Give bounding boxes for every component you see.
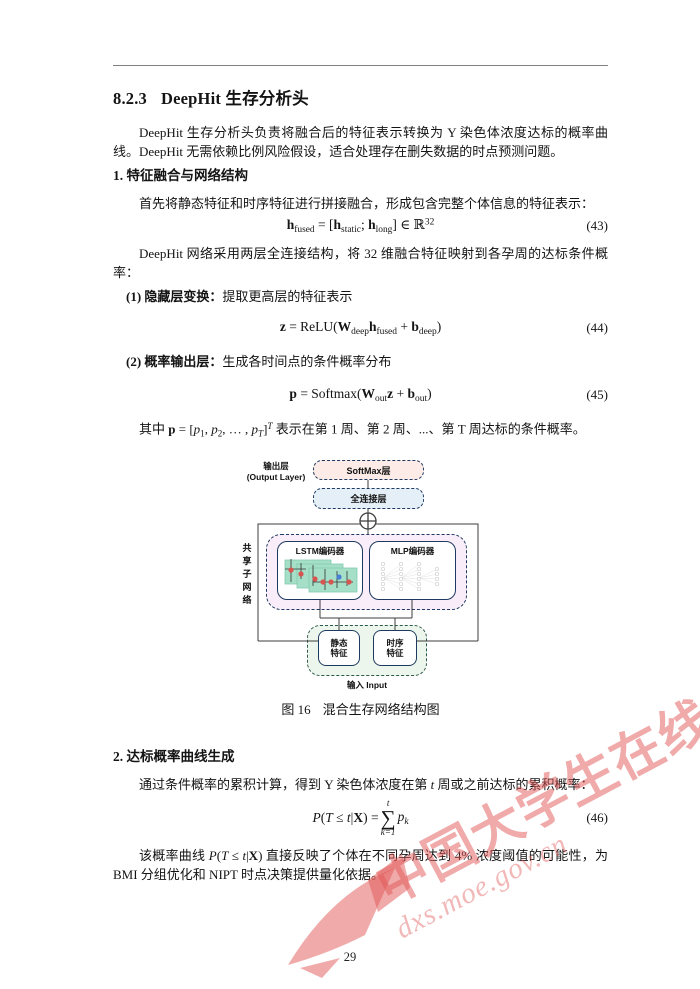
equation-44: z = ReLU(Wdeephfused + bdeep) (44) — [113, 316, 608, 340]
equation-45-body: p = Softmax(Woutz + bout) — [289, 386, 432, 404]
paragraph-net: DeepHit 网络采用两层全连接结构，将 32 维融合特征映射到各孕周的达标条… — [113, 246, 608, 280]
paragraph-intro: DeepHit 生存分析头负责将融合后的特征表示转换为 Y 染色体浓度达标的概率… — [113, 125, 608, 159]
fc-layer-box: 全连接层 — [313, 488, 424, 510]
section-number: 8.2.3 — [113, 89, 147, 108]
equation-43-number: (43) — [586, 218, 608, 233]
paragraph-where: 其中 p = [p1, p2, … , pT]T 表示在第 1 周、第 2 周、… — [139, 421, 586, 439]
equation-46-left: P(T ≤ t|X) = — [312, 810, 379, 826]
temporal-feature-box: 时序特征 — [373, 630, 417, 667]
page-content: 8.2.3 DeepHit 生存分析头 DeepHit 生存分析头负责将融合后的特… — [113, 0, 608, 884]
equation-46-right: pk — [397, 809, 409, 828]
equation-43-body: hfused = [hstatic; hlong] ∈ ℝ32 — [286, 217, 435, 235]
list-item-1: (1) 隐藏层变换：提取更高层的特征表示 — [126, 289, 353, 304]
input-label: 输入 Input — [346, 680, 388, 691]
equation-45: p = Softmax(Woutz + bout) (45) — [113, 383, 608, 407]
paragraph-fuse: 首先将静态特征和时序特征进行拼接融合，形成包含完整个体信息的特征表示： — [139, 196, 595, 211]
figure-16-network-diagram: 输出层 (Output Layer) SoftMax层 全连接层 — [238, 458, 480, 691]
equation-46-number: (46) — [586, 810, 608, 826]
mlp-encoder-box: MLP编码器 — [369, 541, 456, 601]
list-item-2: (2) 概率输出层：生成各时间点的条件概率分布 — [126, 354, 392, 369]
softmax-layer-box: SoftMax层 — [313, 460, 424, 481]
output-layer-label: 输出层 (Output Layer) — [246, 461, 306, 483]
equation-45-number: (45) — [586, 387, 608, 402]
figure-caption-text: 混合生存网络结构图 — [322, 702, 440, 718]
subheading-2: 2. 达标概率曲线生成 — [113, 749, 235, 765]
lstm-encoder-box: LSTM编码器 — [277, 541, 363, 601]
mlp-network-illustration — [380, 562, 440, 592]
equation-43: hfused = [hstatic; hlong] ∈ ℝ32 (43) — [113, 214, 608, 238]
equation-46: P(T ≤ t|X) = t ∑ k=1 pk (46) — [113, 794, 608, 842]
paragraph-final: 该概率曲线 P(T ≤ t|X) 直接反映了个体在不同孕周达到 4% 浓度阈值的… — [113, 848, 608, 883]
header-rule — [113, 65, 608, 66]
shared-subnet-label: 共享子网络 — [242, 543, 252, 606]
figure-connectors — [257, 480, 479, 642]
figure-caption-label: 图 16 — [281, 702, 311, 718]
subheading-1: 1. 特征融合与网络结构 — [113, 168, 248, 183]
concat-plus-icon — [359, 512, 377, 530]
lstm-cells-illustration — [284, 559, 358, 593]
paragraph-cumulative: 通过条件概率的累积计算，得到 Y 染色体浓度在第 t 周或之前达标的累积概率： — [139, 777, 594, 793]
section-heading: 8.2.3 DeepHit 生存分析头 — [113, 88, 608, 110]
equation-44-body: z = ReLU(Wdeephfused + bdeep) — [279, 319, 442, 337]
figure-caption: 图 16 混合生存网络结构图 — [113, 700, 608, 719]
equation-44-number: (44) — [586, 320, 608, 335]
sum-symbol: t ∑ k=1 — [380, 798, 396, 838]
static-feature-box: 静态特征 — [318, 630, 360, 667]
page-number: 29 — [343, 950, 357, 964]
section-title: DeepHit 生存分析头 — [161, 89, 309, 108]
